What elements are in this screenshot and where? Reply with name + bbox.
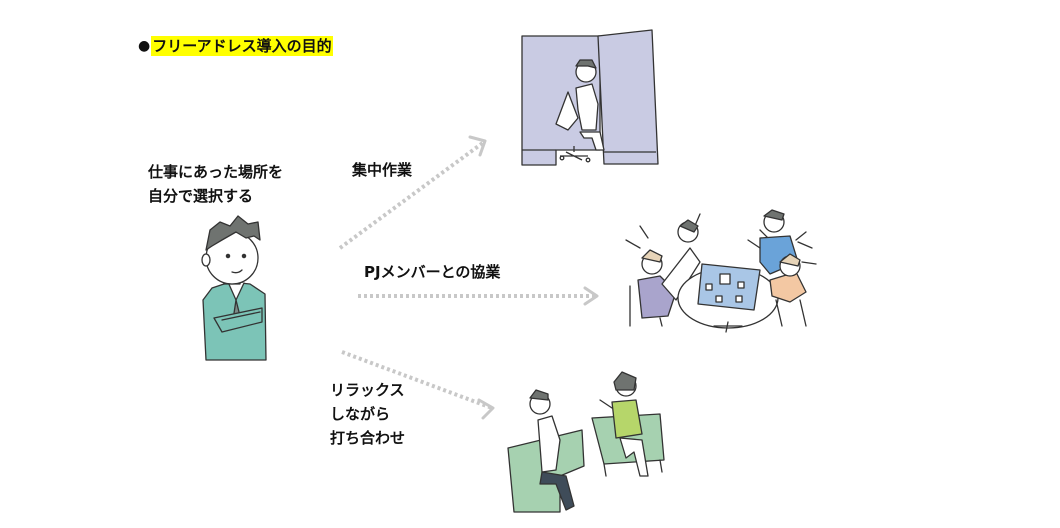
- label-relax-line-3: 打ち合わせ: [330, 429, 406, 447]
- label-focus-line-1: 集中作業: [352, 161, 413, 179]
- central-man-illustration: [201, 215, 267, 361]
- label-relax-line-2: しながら: [330, 405, 391, 423]
- central-label-line-2: 自分で選択する: [148, 187, 254, 205]
- pj-collaboration-illustration: [625, 209, 817, 333]
- title-text: フリーアドレス導入の目的: [151, 36, 333, 56]
- diagram-title: ● フリーアドレス導入の目的: [138, 36, 333, 56]
- label-relax-meeting: リラックス しながら 打ち合わせ: [330, 378, 405, 450]
- focus-booth-illustration: [521, 29, 659, 166]
- central-label-line-1: 仕事にあった場所を: [148, 163, 284, 181]
- title-bullet: ●: [138, 38, 151, 54]
- arrow-to-pj: [358, 286, 599, 306]
- label-pj-collaboration: PJメンバーとの協業: [364, 260, 500, 284]
- arrow-to-relax: [341, 350, 495, 420]
- label-relax-line-1: リラックス: [330, 381, 405, 399]
- label-focus-work: 集中作業: [352, 158, 412, 182]
- central-label: 仕事にあった場所を 自分で選択する: [148, 160, 283, 208]
- label-pj-line-1: PJメンバーとの協業: [364, 263, 501, 281]
- arrow-to-focus: [338, 135, 487, 250]
- relax-meeting-illustration: [507, 371, 665, 513]
